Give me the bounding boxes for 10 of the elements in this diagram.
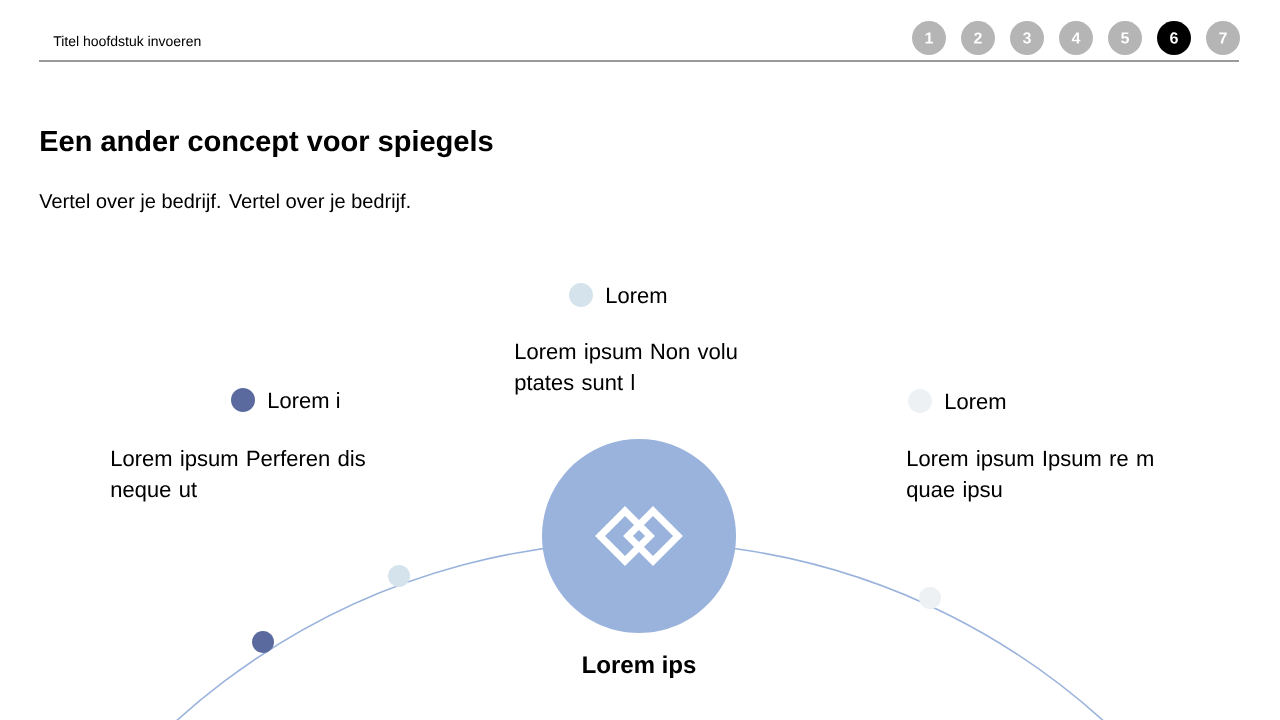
legend-label: Lorem [607,287,667,304]
body-text: Lorem ipsum Perferen dis neque ut [111,450,365,502]
slide-title: Een ander concept voor spiegels [41,130,493,158]
node-label: Lorem ips [583,655,696,678]
body-text: Lorem ipsum Non volu ptates sunt l [515,343,737,395]
subtitle: Vertel over je bedrijf. Vertel over je bedrijf. [39,193,410,213]
legend-label: Lorem i [269,392,340,409]
body-text: Lorem ipsum Ipsum re m quae ipsu [907,450,1153,502]
page-header: Titel hoofdstuk invoeren [53,35,201,47]
legend-label: Lorem [946,393,1006,410]
